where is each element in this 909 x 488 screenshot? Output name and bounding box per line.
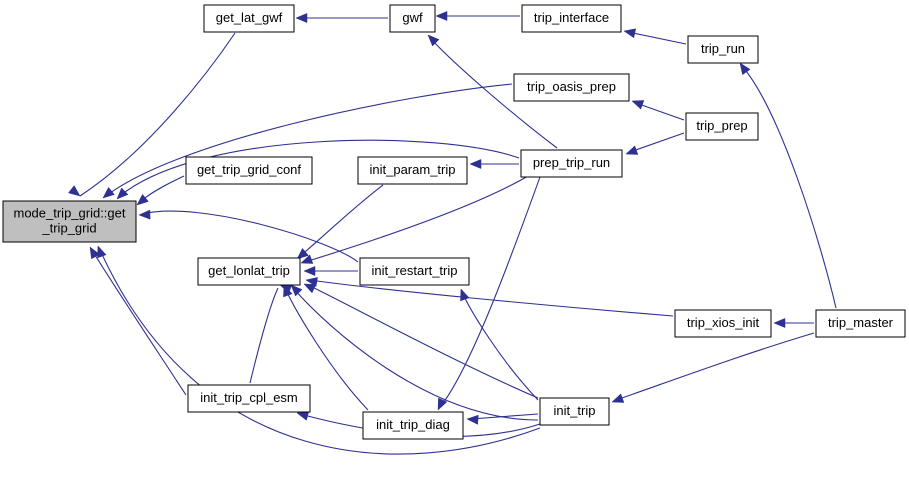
call-edge [138,209,359,263]
call-edge [290,284,539,421]
call-edge [437,176,541,411]
call-edge [136,175,185,206]
graph-node-init_param_trip[interactable]: init_param_trip [357,156,468,185]
graph-node-get_trip_grid[interactable]: mode_trip_grid::get_trip_grid [2,200,137,243]
call-edge [303,266,358,276]
call-edge [435,11,520,21]
graph-node-trip_master[interactable]: trip_master [815,309,906,338]
graph-node-trip_oasis_prep[interactable]: trip_oasis_prep [513,73,630,102]
call-edge [116,139,520,200]
call-edge [773,318,814,328]
graph-node-init_trip_diag[interactable]: init_trip_diag [362,411,464,440]
node-box[interactable] [2,200,137,243]
call-edge [102,83,513,199]
call-edge [623,28,687,45]
call-edge [631,100,685,121]
node-box[interactable] [674,309,772,338]
call-edge [303,283,539,399]
node-box[interactable] [362,411,464,440]
node-box[interactable] [389,4,436,33]
call-edge [739,62,837,309]
node-box[interactable] [685,112,759,141]
node-box[interactable] [359,257,470,286]
graph-node-gwf[interactable]: gwf [389,4,436,33]
call-edge [249,284,293,384]
call-edge [460,288,539,401]
call-edge [305,277,674,317]
call-edge [97,245,541,455]
call-edge [89,246,187,396]
call-edge [68,32,236,197]
graph-node-trip_run[interactable]: trip_run [687,35,759,64]
graph-node-trip_prep[interactable]: trip_prep [685,112,759,141]
edge-layer [68,11,837,455]
node-box[interactable] [539,397,610,426]
node-box[interactable] [521,4,622,33]
node-box[interactable] [197,257,301,286]
graph-node-prep_trip_run[interactable]: prep_trip_run [520,149,623,178]
node-layer: mode_trip_grid::get_trip_grid get_lat_gwf… [2,4,906,440]
graph-node-get_lonlat_trip[interactable]: get_lonlat_trip [197,257,301,286]
call-edge [295,13,388,23]
call-edge [283,284,369,411]
call-edge [469,159,519,169]
call-edge [296,184,384,260]
call-edge [466,413,539,425]
graph-node-init_trip_cpl_esm[interactable]: init_trip_cpl_esm [187,384,311,413]
node-box[interactable] [513,73,630,102]
call-edge [427,34,558,149]
node-box[interactable] [520,149,623,178]
graph-node-init_trip[interactable]: init_trip [539,397,610,426]
graph-node-trip_xios_init[interactable]: trip_xios_init [674,309,772,338]
node-box[interactable] [187,384,311,413]
graph-node-get_lat_gwf[interactable]: get_lat_gwf [203,4,295,33]
graph-node-get_trip_grid_conf[interactable]: get_trip_grid_conf [185,156,313,185]
call-edge [611,332,815,403]
graph-node-trip_interface[interactable]: trip_interface [521,4,622,33]
node-box[interactable] [185,156,313,185]
node-box[interactable] [203,4,295,33]
graph-node-init_restart_trip[interactable]: init_restart_trip [359,257,470,286]
node-box[interactable] [357,156,468,185]
call-edge [300,175,529,264]
node-box[interactable] [687,35,759,64]
node-box[interactable] [815,309,906,338]
call-edge [625,132,685,155]
